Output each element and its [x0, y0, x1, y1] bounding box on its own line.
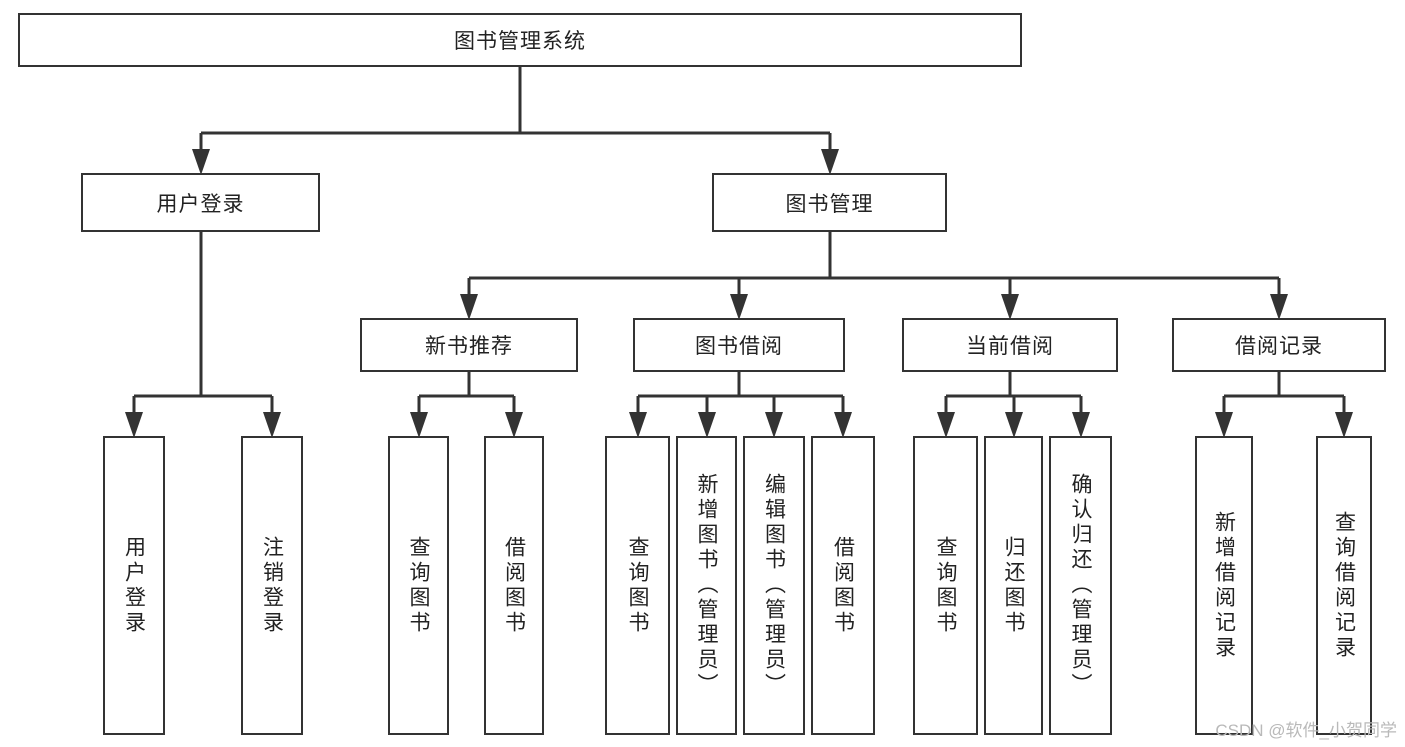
node-label: 图书管理系统 — [454, 30, 586, 53]
node-leaf-user-logout[interactable]: 注销登录 — [241, 436, 303, 735]
node-label: 借阅图书 — [502, 535, 526, 636]
node-leaf-return-book[interactable]: 归还图书 — [984, 436, 1043, 735]
node-label: 新增借阅记录 — [1212, 510, 1236, 661]
node-label: 确认归还（管理员） — [1069, 473, 1092, 698]
node-borrow-record[interactable]: 借阅记录 — [1172, 318, 1386, 372]
node-label: 图书管理 — [785, 192, 874, 216]
node-leaf-query-book-recommend[interactable]: 查询图书 — [388, 436, 449, 735]
node-root[interactable]: 图书管理系统 — [18, 13, 1022, 67]
node-label: 归还图书 — [1002, 535, 1025, 636]
node-label: 图书借阅 — [695, 335, 783, 358]
node-label: 新增图书（管理员） — [695, 473, 718, 698]
node-label: 借阅记录 — [1235, 335, 1323, 358]
node-leaf-query-book-borrow[interactable]: 查询图书 — [605, 436, 670, 735]
node-label: 查询图书 — [626, 535, 649, 636]
node-leaf-query-book-current[interactable]: 查询图书 — [913, 436, 978, 735]
node-book-manage[interactable]: 图书管理 — [712, 173, 947, 232]
node-leaf-borrow-book[interactable]: 借阅图书 — [811, 436, 875, 735]
node-leaf-query-borrow-record[interactable]: 查询借阅记录 — [1316, 436, 1372, 735]
node-label: 查询图书 — [407, 535, 430, 636]
node-label: 查询图书 — [934, 535, 957, 636]
node-leaf-add-borrow-record[interactable]: 新增借阅记录 — [1195, 436, 1253, 735]
node-label: 新书推荐 — [425, 335, 513, 358]
node-user-login[interactable]: 用户登录 — [81, 173, 320, 232]
node-leaf-confirm-return-admin[interactable]: 确认归还（管理员） — [1049, 436, 1112, 735]
node-book-borrow[interactable]: 图书借阅 — [633, 318, 845, 372]
node-new-book-recommend[interactable]: 新书推荐 — [360, 318, 578, 372]
node-leaf-borrow-book-recommend[interactable]: 借阅图书 — [484, 436, 544, 735]
watermark-text: CSDN @软件_小贺同学 — [1215, 721, 1397, 740]
node-label: 借阅图书 — [831, 535, 855, 636]
node-label: 用户登录 — [156, 192, 245, 216]
node-label: 当前借阅 — [966, 335, 1054, 358]
node-leaf-add-book-admin[interactable]: 新增图书（管理员） — [676, 436, 737, 735]
node-label: 用户登录 — [122, 535, 146, 636]
node-leaf-edit-book-admin[interactable]: 编辑图书（管理员） — [743, 436, 805, 735]
node-label: 编辑图书（管理员） — [762, 473, 786, 698]
node-label: 查询借阅记录 — [1332, 510, 1356, 661]
node-label: 注销登录 — [260, 535, 284, 636]
node-current-borrow[interactable]: 当前借阅 — [902, 318, 1118, 372]
node-leaf-user-login[interactable]: 用户登录 — [103, 436, 165, 735]
